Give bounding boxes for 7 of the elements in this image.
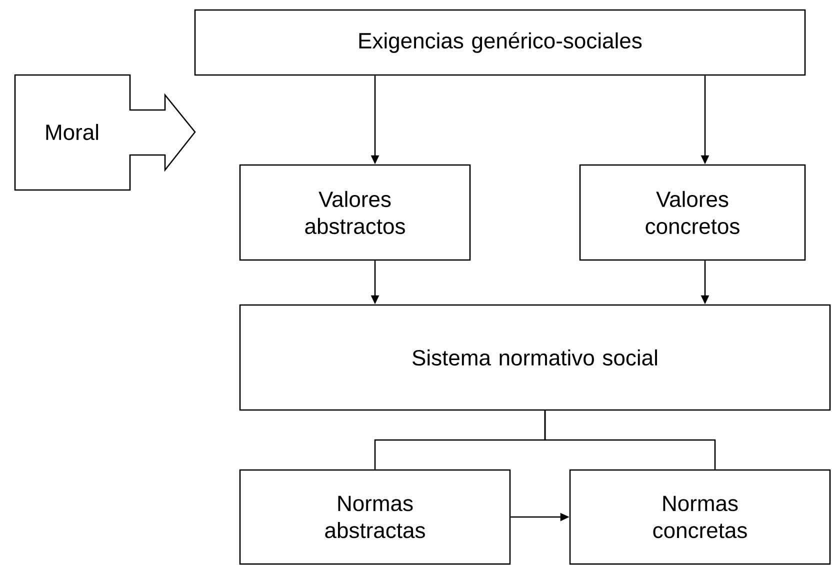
process-box: Normas concretas [569, 469, 831, 565]
process-box: Sistema normativo social [239, 304, 831, 411]
process-box: Exigencias genérico-sociales [194, 9, 806, 76]
process-box: Valores concretos [579, 164, 806, 261]
process-box: Normas abstractas [239, 469, 511, 565]
process-box: Valores abstractos [239, 164, 471, 261]
arrow-callout: Moral [14, 74, 196, 191]
